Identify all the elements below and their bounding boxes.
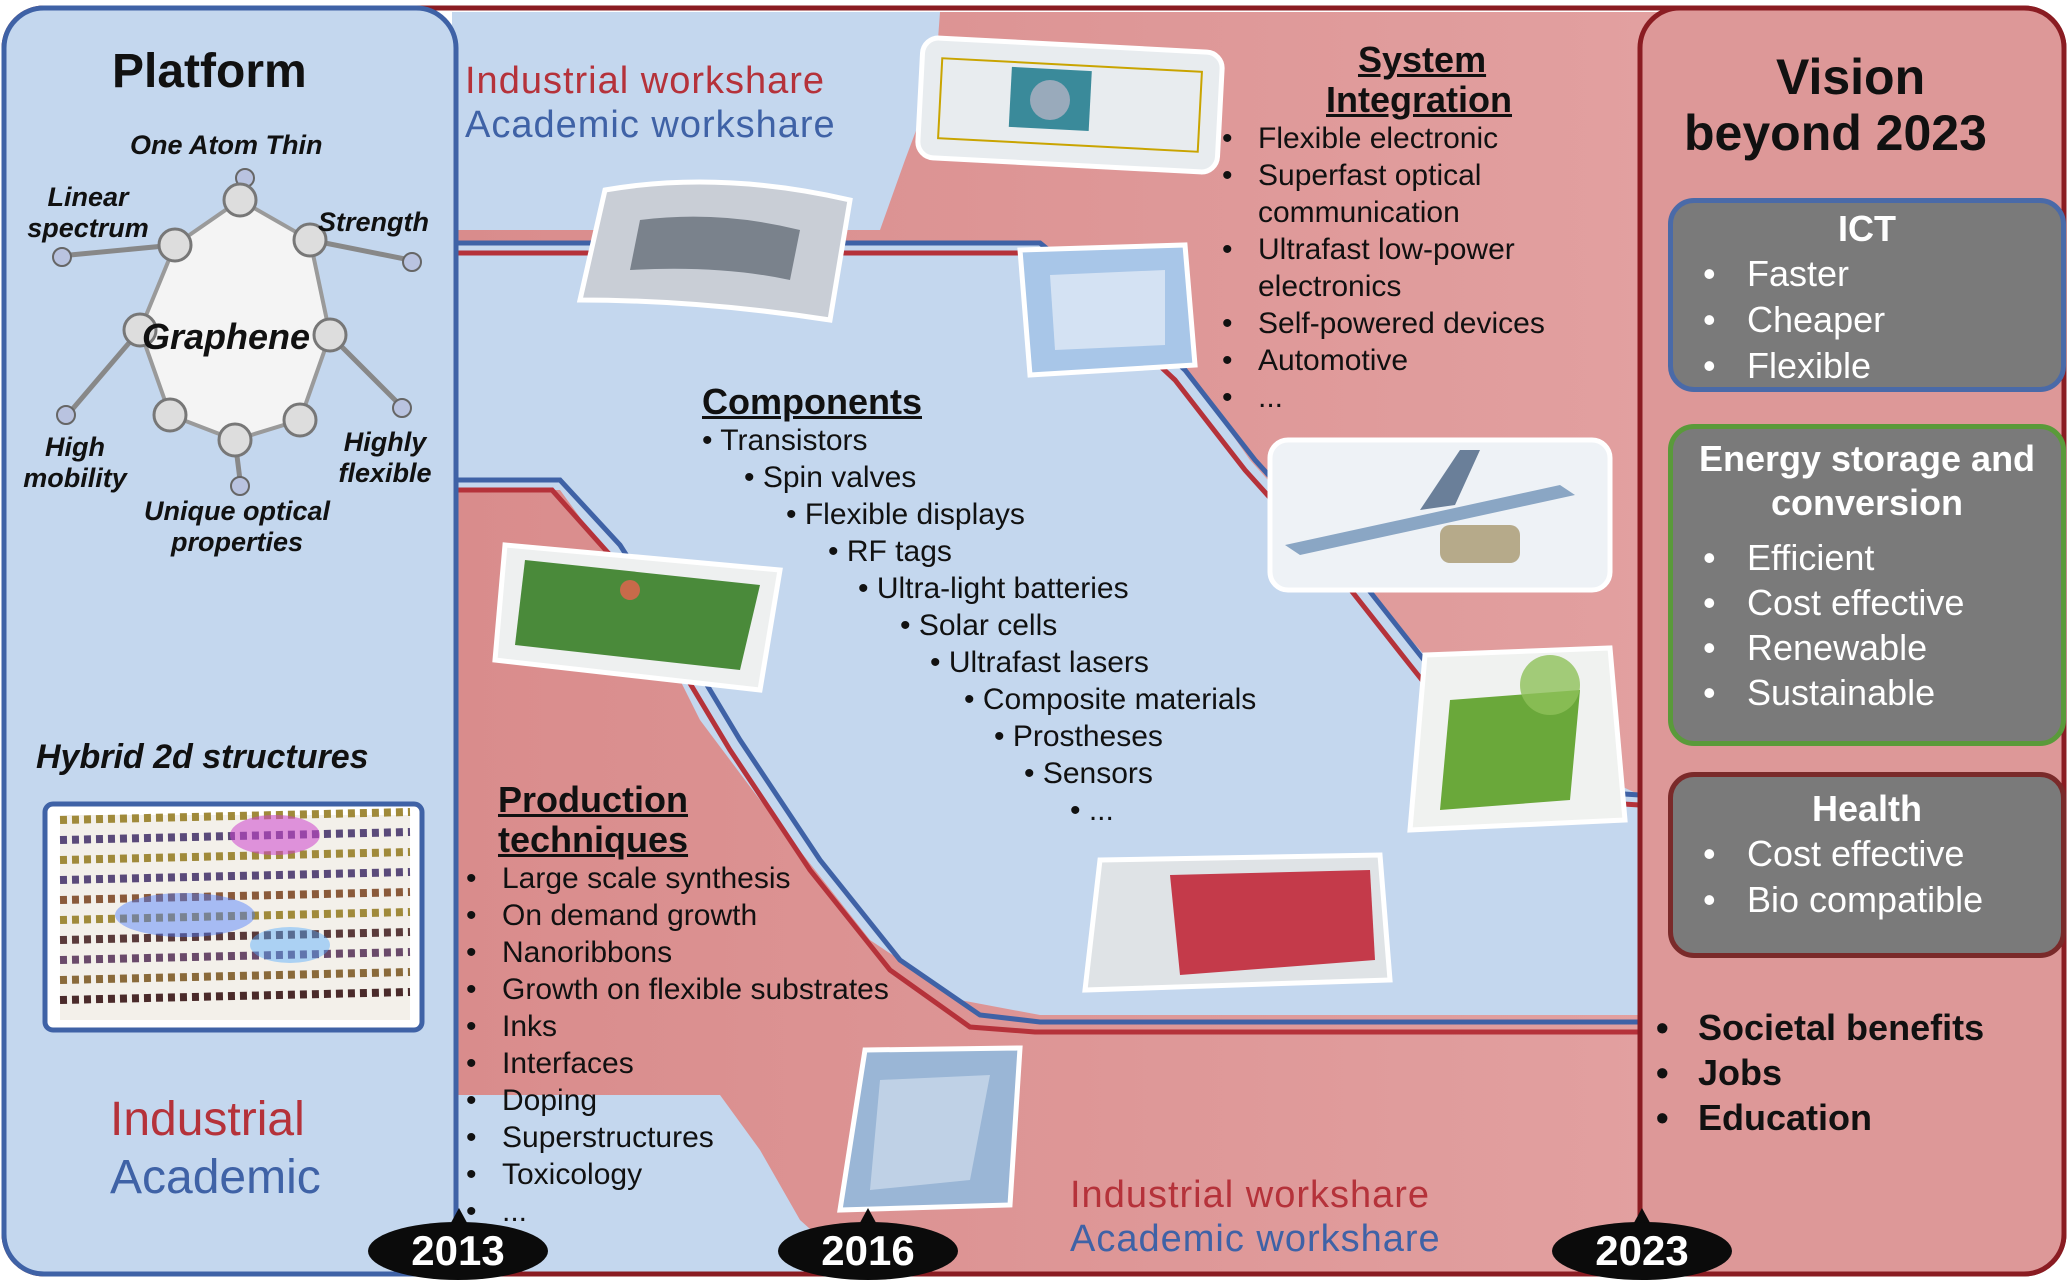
list-item: •Efficient	[1703, 537, 1875, 578]
list-item: • RF tags	[828, 535, 952, 568]
list-item: communication	[1258, 196, 1460, 229]
year-2016: 2016	[778, 1222, 958, 1280]
property-one-atom-thin: One Atom Thin	[130, 130, 323, 160]
benefits-list: •Societal benefits •Jobs •Education	[1656, 1005, 1984, 1140]
list-item: •Education	[1656, 1097, 1873, 1138]
graphene-label: Graphene	[142, 316, 311, 357]
year-2023: 2023	[1552, 1222, 1732, 1280]
transparent-film-image	[1017, 242, 1198, 378]
list-item: electronics	[1258, 270, 1402, 303]
airplane-car-image	[1267, 437, 1613, 593]
list-item: • Prostheses	[994, 720, 1163, 753]
list-item: •Cheaper	[1703, 299, 1886, 340]
list-item: •Ultrafast low-power	[1222, 233, 1515, 266]
list-item: •Inks	[466, 1010, 558, 1043]
list-item: •Cost effective	[1703, 833, 1965, 874]
list-item: •Cost effective	[1703, 582, 1965, 623]
production-list: •Large scale synthesis •On demand growth…	[466, 860, 889, 1230]
system-integration-title-1: System	[1358, 39, 1487, 80]
list-item: •Automotive	[1222, 344, 1409, 377]
red-fibers-image	[1082, 852, 1393, 993]
list-item: •Flexible	[1703, 345, 1872, 386]
system-integration-list: •Flexible electronic •Superfast optical …	[1222, 120, 1545, 416]
production-title-2: techniques	[498, 819, 689, 860]
flexible-phone-image	[1407, 645, 1628, 833]
box-title: Health	[1811, 788, 1923, 829]
list-item: •On demand growth	[466, 899, 758, 932]
academic-workshare-top: Academic workshare	[465, 104, 836, 146]
list-item: • Ultrafast lasers	[930, 646, 1149, 679]
hybrid-structures-title: Hybrid 2d structures	[36, 738, 369, 776]
list-item: •Flexible electronic	[1222, 122, 1499, 155]
list-item: •Superfast optical	[1222, 159, 1482, 192]
system-integration-title-2: Integration	[1326, 79, 1512, 120]
production-title-1: Production	[498, 779, 688, 820]
property-highly-flexible: Highly flexible	[338, 427, 432, 488]
legend-academic: Academic	[110, 1151, 321, 1204]
hybrid-lattice-image	[42, 801, 425, 1033]
list-item: • Composite materials	[964, 683, 1257, 716]
list-item: • ...	[1070, 794, 1114, 827]
industrial-workshare-top: Industrial workshare	[465, 60, 826, 102]
box-title: Energy storage and conversion	[1698, 438, 2036, 523]
list-item: • Ultra-light batteries	[858, 572, 1129, 605]
list-item: •Self-powered devices	[1222, 307, 1545, 340]
circuit-chip-image	[915, 35, 1225, 175]
list-item: •Societal benefits	[1656, 1007, 1985, 1048]
academic-band-middle	[452, 245, 1640, 1015]
vision-box-ict: ICT •Faster •Cheaper •Flexible	[1668, 198, 2066, 392]
list-item: • Solar cells	[900, 609, 1058, 642]
glove-film-image	[837, 1045, 1023, 1213]
list-item: •Renewable	[1703, 627, 1928, 668]
vision-title-2: beyond 2023	[1684, 105, 1987, 161]
list-item: •Toxicology	[466, 1158, 643, 1191]
vision-title-1: Vision	[1776, 49, 1926, 105]
platform-title: Platform	[112, 45, 307, 98]
academic-band-top	[452, 12, 940, 230]
list-item: •Jobs	[1656, 1052, 1783, 1093]
list-item: • Flexible displays	[786, 498, 1025, 531]
academic-band-bottom	[452, 1095, 860, 1274]
list-item: •Superstructures	[466, 1121, 714, 1154]
property-linear-spectrum: Linear spectrum	[27, 182, 149, 243]
list-item: •Faster	[1703, 253, 1850, 294]
list-item: •Interfaces	[466, 1047, 634, 1080]
list-item: •Growth on flexible substrates	[466, 973, 889, 1006]
flexible-film-image	[576, 179, 853, 323]
components-list: • Transistors • Spin valves • Flexible d…	[702, 422, 1256, 829]
list-item: •Large scale synthesis	[466, 862, 791, 895]
list-item: • Transistors	[702, 424, 868, 457]
industrial-line-lower	[452, 487, 1640, 1035]
vision-box-energy: Energy storage and conversion •Efficient…	[1668, 424, 2066, 746]
vision-box-health: Health •Cost effective •Bio compatible	[1668, 772, 2066, 958]
property-unique-optical: Unique optical properties	[143, 496, 330, 557]
list-item: •...	[466, 1195, 528, 1228]
list-item: • Spin valves	[744, 461, 917, 494]
box-title: ICT	[1838, 208, 1896, 249]
list-item: • Sensors	[1024, 757, 1153, 790]
graphene-molecule	[52, 168, 422, 496]
academic-workshare-bottom: Academic workshare	[1070, 1218, 1441, 1260]
components-title: Components	[702, 381, 922, 422]
year-2013: 2013	[368, 1222, 548, 1280]
property-strength: Strength	[318, 207, 429, 237]
list-item: •Nanoribbons	[466, 936, 673, 969]
legend-industrial: Industrial	[110, 1093, 305, 1146]
list-item: •Doping	[466, 1084, 598, 1117]
property-high-mobility: High mobility	[23, 432, 127, 493]
bent-display-image	[492, 542, 783, 693]
academic-line-lower	[452, 477, 1640, 1025]
list-item: •...	[1222, 381, 1284, 414]
list-item: •Sustainable	[1703, 672, 1936, 713]
industrial-workshare-bottom: Industrial workshare	[1070, 1174, 1431, 1216]
list-item: •Bio compatible	[1703, 879, 1984, 920]
